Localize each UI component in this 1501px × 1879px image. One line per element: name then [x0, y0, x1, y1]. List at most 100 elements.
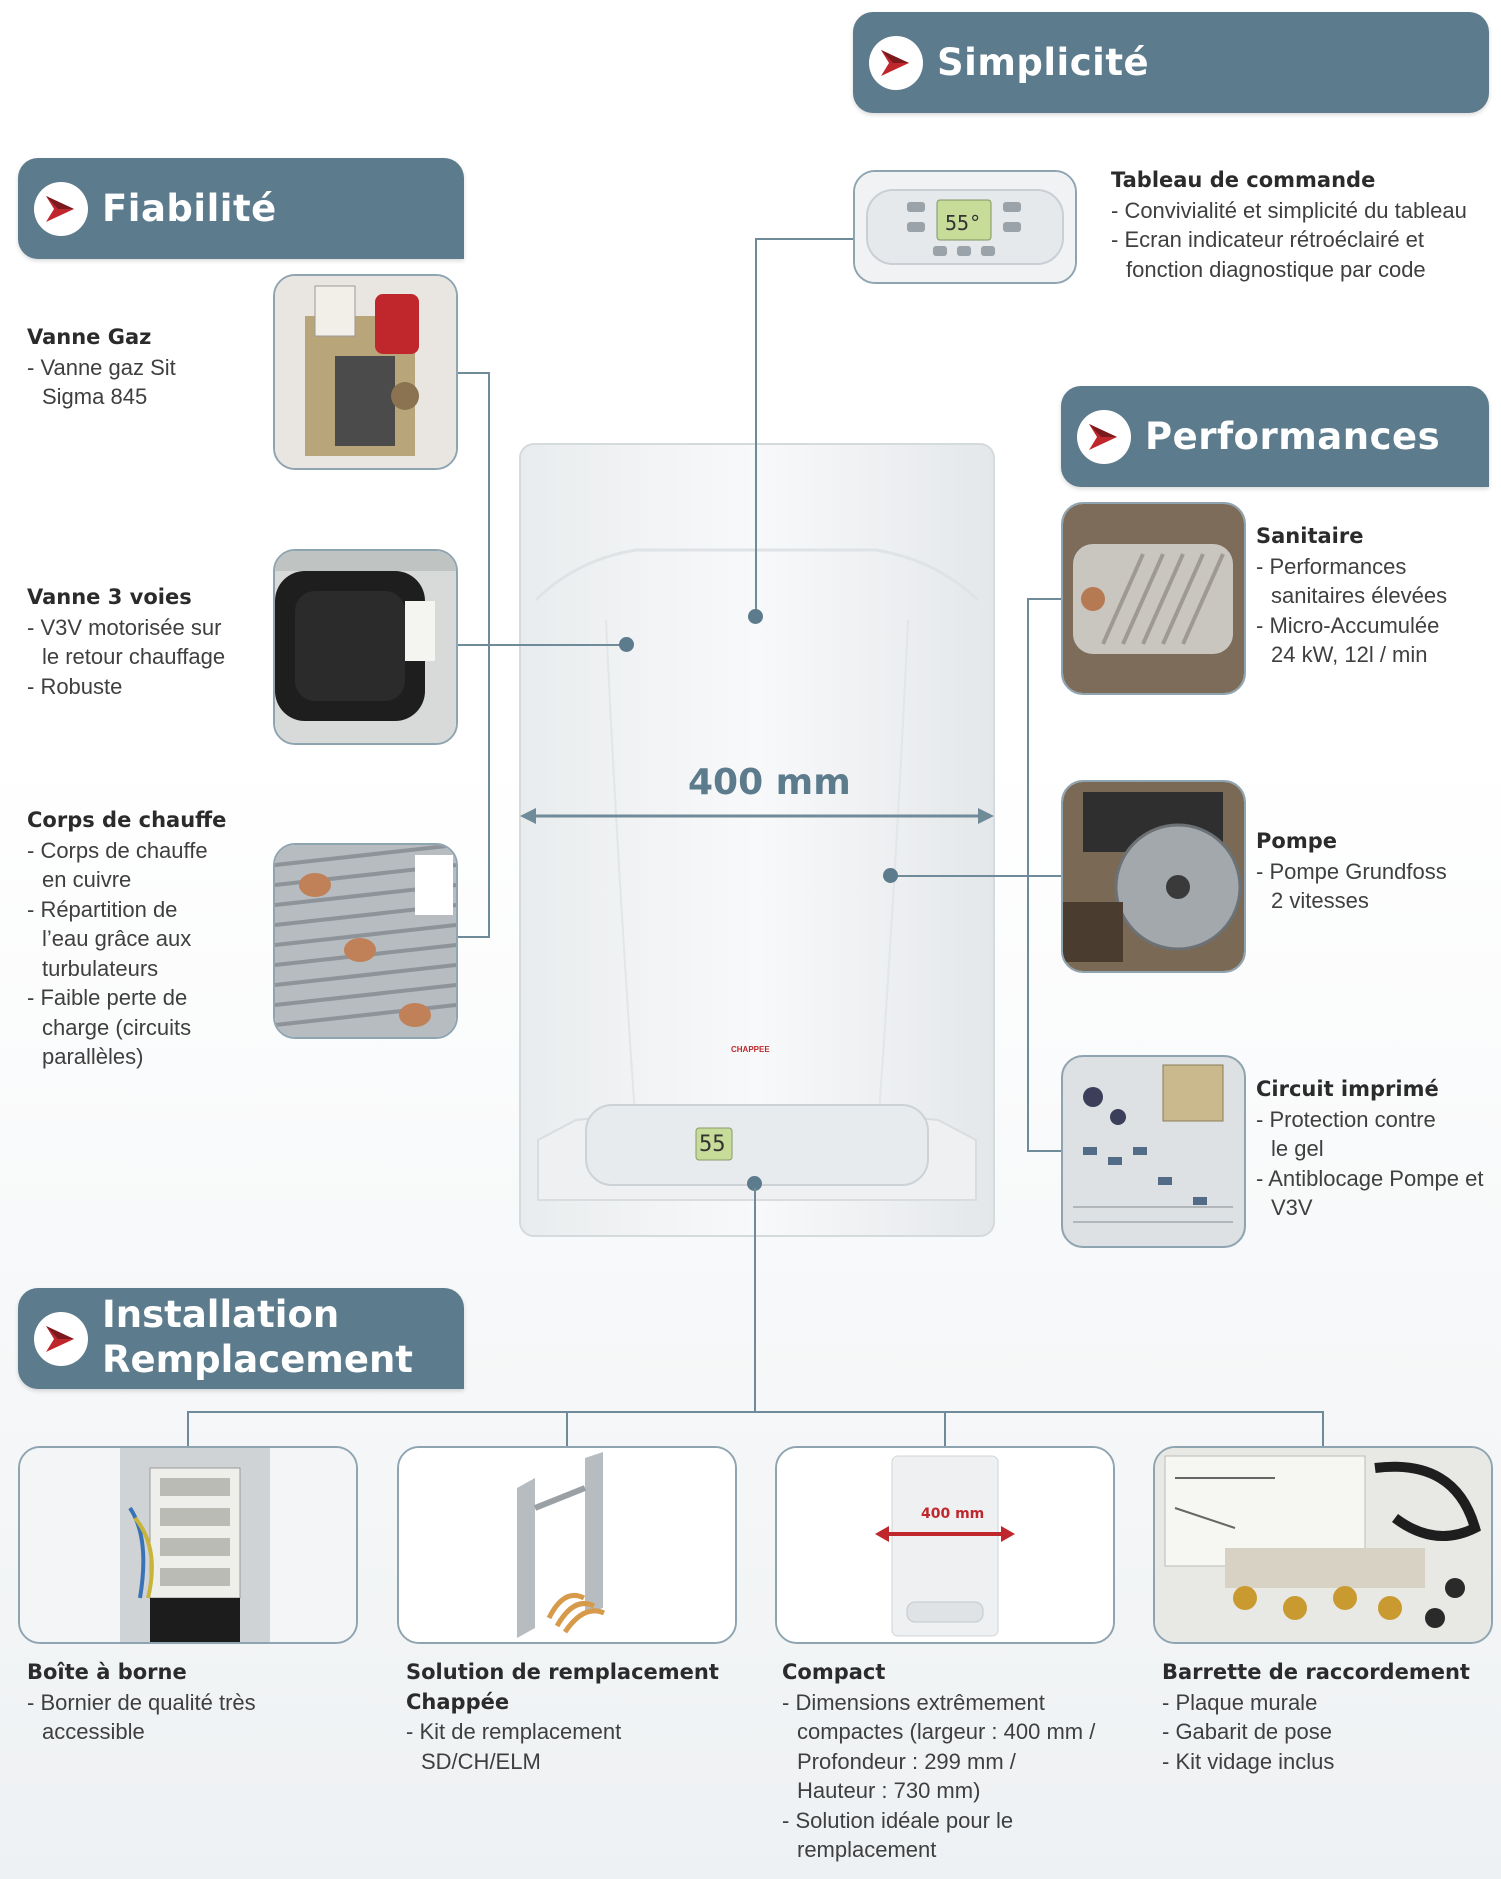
sanitaire-item: - Micro-Accumulée [1256, 612, 1440, 638]
vanne-gaz-item: - Vanne gaz Sit [27, 354, 176, 380]
circuit-item: le gel [1271, 1136, 1324, 1161]
control-panel-thumbnail: 55° [853, 170, 1077, 284]
boiler-image: 55 CHAPPEE [516, 440, 998, 1240]
vanne-3voies-text-block: Vanne 3 voies - V3V motorisée sur le ret… [27, 583, 267, 701]
barrette-title: Barrette de raccordement [1162, 1660, 1470, 1684]
corps-item: - Répartition de [27, 896, 178, 922]
replacement-kit-card [397, 1446, 737, 1644]
solution-item: SD/CH/ELM [421, 1748, 541, 1774]
compact-item: compactes (largeur : 400 mm / [797, 1719, 1096, 1744]
connector-line [454, 936, 490, 938]
section-title-line2: Remplacement [102, 1338, 413, 1381]
brand-arrow-icon [1077, 409, 1131, 464]
connector-line [566, 1411, 568, 1447]
connector-line [890, 875, 1063, 877]
vanne-3voies-item: - V3V motorisée sur [27, 614, 222, 640]
section-title-line1: Installation [102, 1293, 340, 1336]
tableau-item: - Ecran indicateur rétroéclairé et [1111, 227, 1425, 252]
boite-text-block: Boîte à borne - Bornier de qualité très … [27, 1658, 357, 1747]
connector-dot [619, 637, 634, 652]
solution-title-line2: Chappée [406, 1689, 510, 1714]
pompe-title: Pompe [1256, 829, 1337, 853]
circuit-title: Circuit imprimé [1256, 1077, 1439, 1101]
compact-dimension-label: 400 mm [921, 1506, 985, 1522]
connector-line [1027, 598, 1029, 1151]
compact-card: 400 mm [775, 1446, 1115, 1644]
circuit-item: V3V [1271, 1195, 1313, 1220]
sanitaire-title: Sanitaire [1256, 524, 1364, 548]
corps-item: en cuivre [42, 867, 132, 892]
vanne-gaz-title: Vanne Gaz [27, 325, 152, 349]
connector-line [454, 372, 490, 374]
barrette-item: - Plaque murale [1162, 1689, 1318, 1715]
pompe-item: 2 vitesses [1271, 888, 1369, 913]
solution-text-block: Solution de remplacement Chappée - Kit d… [406, 1658, 736, 1776]
control-panel-graphic: 55° [855, 172, 1075, 282]
connector-line [1322, 1411, 1324, 1447]
heating-body-photo [273, 843, 458, 1039]
barrette-item: - Gabarit de pose [1162, 1719, 1332, 1744]
vanne-gaz-text-block: Vanne Gaz - Vanne gaz Sit Sigma 845 [27, 323, 257, 412]
connector-dot [748, 609, 763, 624]
boite-title: Boîte à borne [27, 1660, 187, 1684]
barrette-item: - Kit vidage inclus [1162, 1748, 1335, 1774]
connector-line [187, 1411, 1323, 1413]
pump-photo [1061, 780, 1246, 973]
section-banner-fiabilite: Fiabilité [18, 158, 464, 259]
corps-item: turbulateurs [42, 955, 159, 981]
compact-title: Compact [782, 1660, 886, 1684]
compact-item: - Dimensions extrêmement [782, 1689, 1045, 1715]
compact-item: Hauteur : 730 mm) [797, 1778, 981, 1803]
corps-item: charge (circuits [42, 1014, 192, 1040]
connector-dot [883, 868, 898, 883]
pompe-item: - Pompe Grundfoss [1256, 858, 1447, 884]
sanitaire-item: 24 kW, 12l / min [1271, 642, 1428, 667]
circuit-text-block: Circuit imprimé - Protection contre le g… [1256, 1075, 1496, 1223]
compact-text-block: Compact - Dimensions extrêmement compact… [782, 1658, 1122, 1865]
section-banner-simplicite: Simplicité [853, 12, 1489, 113]
three-way-valve-photo [273, 549, 458, 745]
width-dimension-arrow [520, 806, 994, 826]
tableau-item: fonction diagnostique par code [1126, 256, 1426, 282]
section-title: Performances [1145, 415, 1441, 458]
brand-arrow-icon [34, 1311, 88, 1366]
boite-item: - Bornier de qualité très [27, 1689, 256, 1715]
tableau-text-block: Tableau de commande - Convivialité et si… [1111, 166, 1496, 284]
corps-text-block: Corps de chauffe - Corps de chauffe en c… [27, 806, 267, 1072]
barrette-text-block: Barrette de raccordement - Plaque murale… [1162, 1658, 1492, 1776]
brand-logo: CHAPPEE [731, 1045, 770, 1054]
svg-text:55°: 55° [945, 211, 981, 235]
section-title: Fiabilité [102, 187, 277, 230]
circuit-board-photo [1061, 1055, 1246, 1248]
brand-arrow-icon [34, 181, 88, 236]
corps-item: parallèles) [42, 1044, 144, 1069]
compact-item: Profondeur : 299 mm / [797, 1748, 1016, 1774]
vanne-3voies-item: - Robuste [27, 673, 123, 699]
boite-item: accessible [42, 1719, 145, 1744]
corps-item: - Faible perte de [27, 985, 188, 1010]
heat-exchanger-photo [1061, 502, 1246, 695]
sanitaire-text-block: Sanitaire - Performances sanitaires élev… [1256, 522, 1496, 670]
circuit-item: - Protection contre [1256, 1106, 1436, 1132]
vanne-3voies-item: le retour chauffage [42, 644, 226, 669]
solution-title-line1: Solution de remplacement [406, 1660, 719, 1684]
compact-item: remplacement [797, 1837, 937, 1862]
corps-title: Corps de chauffe [27, 808, 227, 832]
section-banner-performances: Performances [1061, 386, 1489, 487]
section-title: Simplicité [937, 41, 1150, 84]
connector-line [755, 238, 855, 240]
solution-item: - Kit de remplacement [406, 1719, 622, 1744]
compact-item: - Solution idéale pour le [782, 1807, 1014, 1833]
corps-item: l’eau grâce aux [42, 926, 192, 951]
width-dimension-label: 400 mm [688, 762, 851, 803]
connector-line [754, 1188, 756, 1412]
vanne-gaz-item: Sigma 845 [42, 384, 148, 409]
connector-line [1027, 1150, 1063, 1152]
corps-item: - Corps de chauffe [27, 837, 208, 863]
connector-dot [747, 1176, 762, 1191]
connector-line [1027, 598, 1063, 600]
connector-line [755, 238, 757, 616]
circuit-item: - Antiblocage Pompe et [1256, 1165, 1484, 1191]
terminal-box-card [18, 1446, 358, 1644]
vanne-3voies-title: Vanne 3 voies [27, 585, 192, 609]
